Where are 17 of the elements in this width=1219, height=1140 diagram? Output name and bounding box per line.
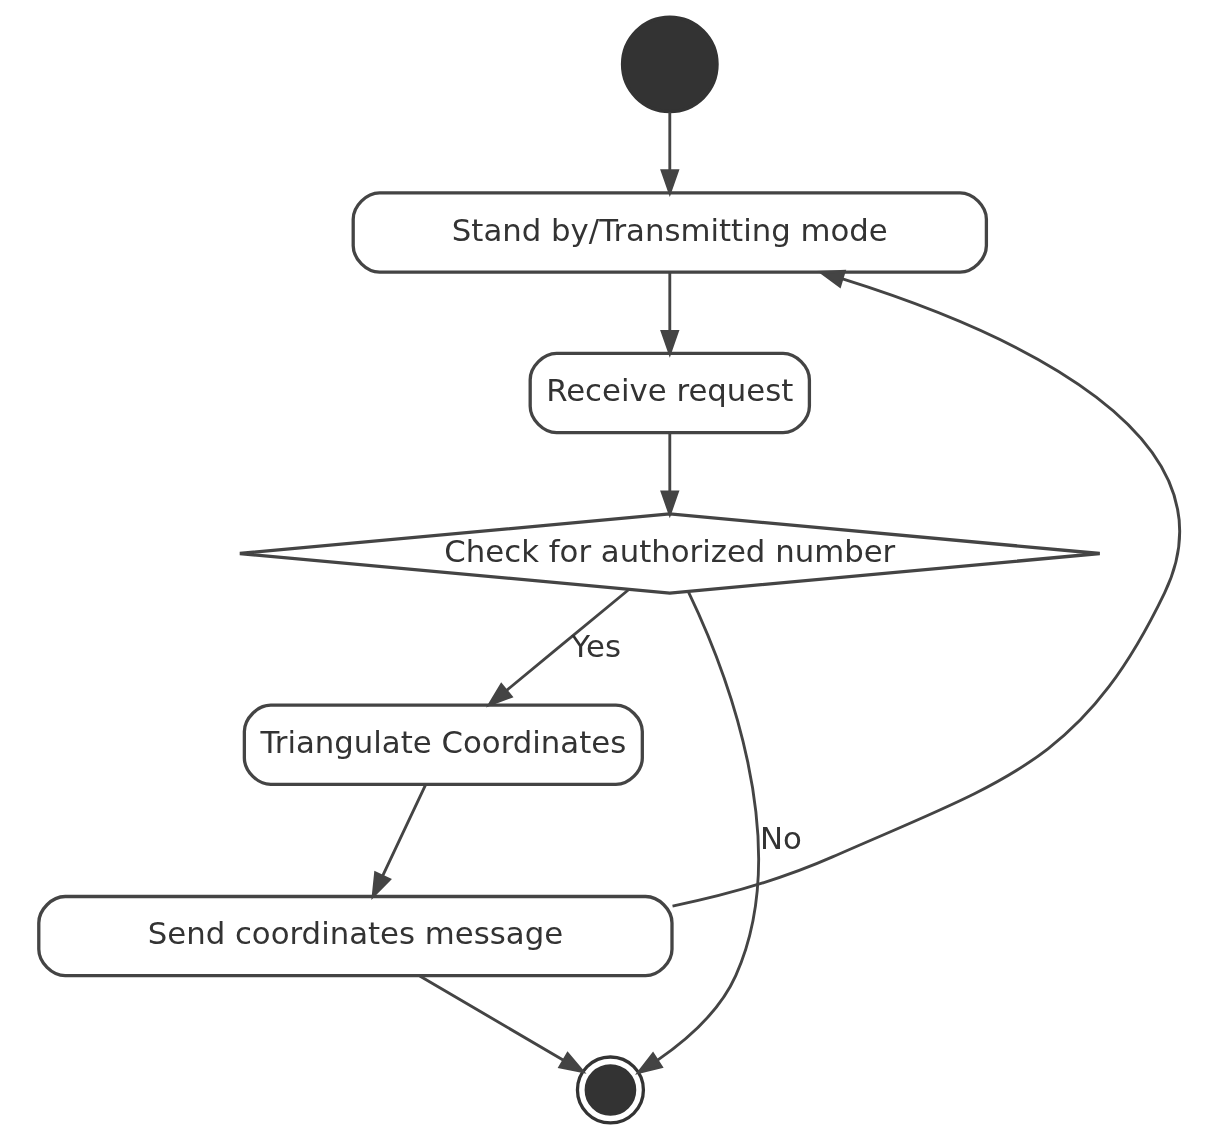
node-box: Triangulate Coordinates	[242, 703, 644, 786]
edge-label: No	[759, 819, 802, 856]
node-circle	[575, 1055, 646, 1125]
arrow	[660, 112, 680, 197]
node-box: Receive request	[528, 351, 812, 435]
node-circle	[620, 15, 719, 114]
node-diamond: Check for authorized number	[238, 512, 1102, 595]
arrow	[419, 974, 587, 1074]
arrow	[635, 591, 760, 1075]
arrow	[672, 269, 1181, 908]
arrow	[371, 784, 427, 900]
arrow	[485, 588, 630, 708]
node-box: Send coordinates message	[37, 894, 674, 978]
arrow	[660, 433, 680, 519]
arrow	[660, 272, 680, 358]
edge-label: Yes	[571, 628, 621, 665]
node-box: Stand by/Transmitting mode	[351, 191, 989, 274]
